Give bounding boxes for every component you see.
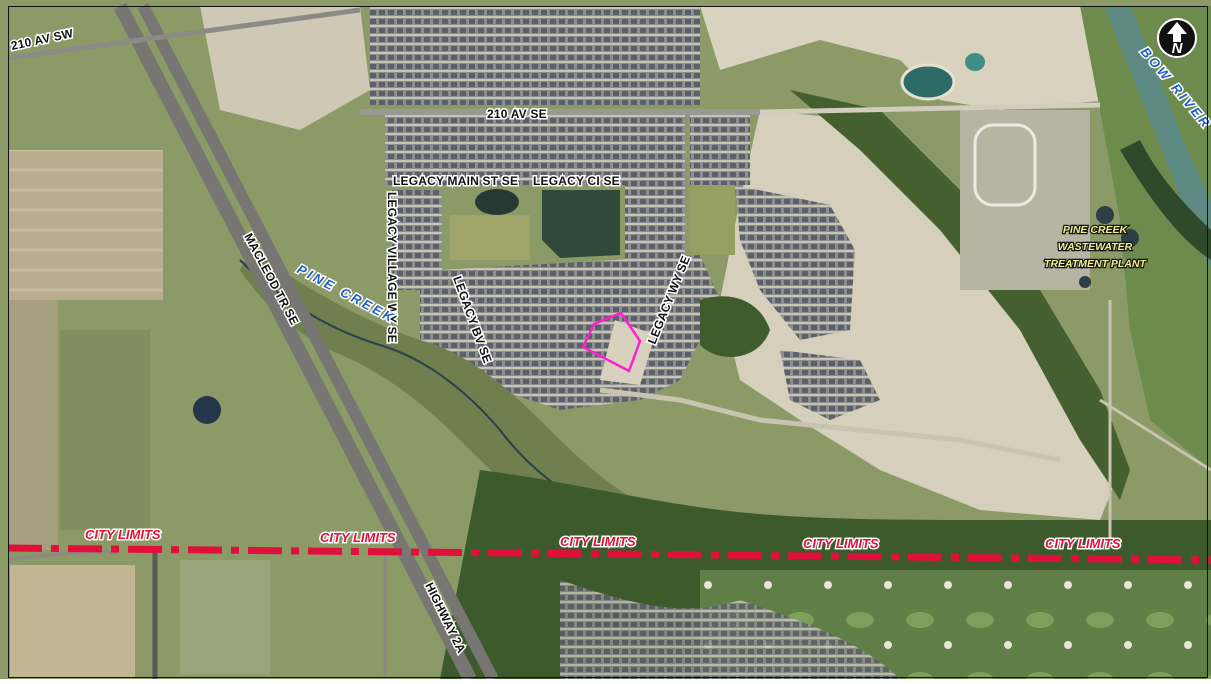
- farm-field: [275, 555, 385, 675]
- residential-block: [560, 580, 900, 679]
- label-city-limits: CITY LIMITS: [320, 530, 396, 545]
- river-valley: [1080, 6, 1211, 470]
- clarifier: [1079, 276, 1091, 288]
- macleod-trail: [113, 2, 477, 683]
- pond: [475, 189, 519, 215]
- park: [690, 185, 735, 255]
- residential-block: [385, 115, 685, 185]
- pond: [193, 396, 221, 424]
- clarifier: [1096, 206, 1114, 224]
- plant-track: [973, 123, 1037, 207]
- tree-belt: [790, 90, 1130, 500]
- road-210-av-se: [759, 102, 1101, 115]
- construction-area: [700, 6, 1110, 110]
- north-arrow-icon: N: [1157, 18, 1197, 58]
- label-plant-line3: TREATMENT PLANT: [1044, 258, 1147, 270]
- site-lot: [600, 320, 655, 385]
- residential-block: [780, 350, 880, 420]
- rural-road: [7, 550, 121, 562]
- residential-block: [430, 255, 720, 410]
- pond: [542, 190, 620, 258]
- park-trees: [700, 296, 770, 357]
- label-legacy-main-st-se: LEGACY MAIN ST SE: [393, 174, 518, 188]
- farm-field: [180, 560, 270, 675]
- label-city-limits: CITY LIMITS: [1045, 536, 1121, 551]
- label-legacy-village-wy-se: LEGACY VILLAGE WY SE: [385, 192, 399, 343]
- residential-block: [625, 185, 685, 265]
- construction-area: [200, 6, 370, 130]
- residential-block: [392, 190, 442, 290]
- residential-block: [690, 115, 750, 185]
- city-limits-line: [7, 544, 1211, 564]
- pond: [965, 53, 985, 71]
- access-road: [1099, 398, 1211, 472]
- farm-field: [60, 330, 150, 530]
- label-210-av-se: 210 AV SE: [487, 107, 547, 121]
- residential-block: [735, 185, 855, 340]
- park: [450, 215, 530, 260]
- legacy-road: [599, 387, 1061, 463]
- clarifier: [1121, 229, 1139, 247]
- label-plant-line1: PINE CREEK: [1063, 224, 1129, 236]
- tree-belt: [1120, 140, 1211, 260]
- label-city-limits: CITY LIMITS: [560, 534, 636, 549]
- pond: [900, 63, 956, 101]
- label-city-limits: CITY LIMITS: [85, 527, 161, 542]
- road-210-av-sw: [7, 7, 361, 61]
- label-city-limits: CITY LIMITS: [803, 536, 879, 551]
- label-plant-line2: WASTEWATER: [1058, 241, 1133, 253]
- highway-2a: [137, 3, 499, 682]
- farm-field: [8, 150, 163, 300]
- farm-field: [8, 300, 58, 550]
- residential-block: [370, 6, 700, 106]
- label-legacy-ci-se: LEGACY CI SE: [533, 174, 620, 188]
- farm-field: [10, 565, 135, 677]
- subject-site-outline[interactable]: [581, 311, 642, 373]
- wetland: [240, 250, 680, 540]
- north-arrow-letter: N: [1172, 40, 1184, 57]
